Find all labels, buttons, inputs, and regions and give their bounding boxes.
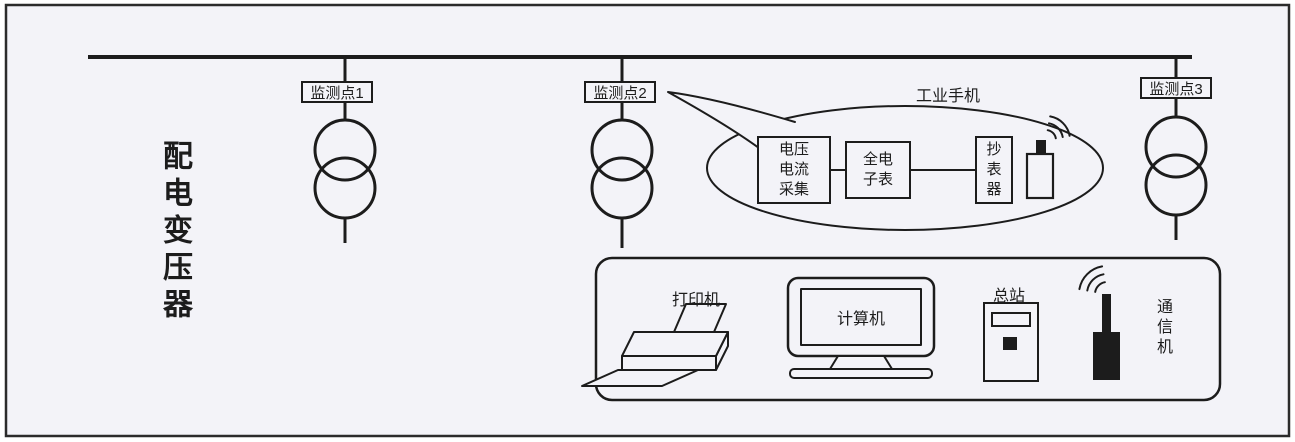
monitor-point-1-label: 监测点1 [301, 81, 373, 103]
communication-device-icon [1093, 294, 1120, 380]
voltage-current-collect-label: 电压电流采集 [778, 140, 809, 199]
master-station-device-icon [983, 302, 1039, 382]
printer-label: 打印机 [672, 292, 721, 309]
electronic-meter-node: 全电子表 [845, 141, 911, 199]
transformer-symbol-2 [590, 57, 654, 248]
monitor-point-3-label: 监测点3 [1140, 77, 1212, 99]
master-station-label: 总站 [993, 288, 1026, 305]
printer-icon [581, 303, 729, 387]
computer-label: 计算机 [836, 311, 885, 328]
wireless-signal-icon-station [1078, 265, 1106, 293]
industrial-handset-title: 工业手机 [916, 88, 981, 105]
distribution-transformer-label: 配电变压器 [158, 140, 191, 325]
transformer-symbol-3 [1144, 57, 1208, 240]
voltage-current-collect-node: 电压电流采集 [757, 136, 831, 204]
handheld-reader-icon [1025, 140, 1055, 200]
electronic-meter-label: 全电子表 [862, 150, 893, 188]
monitor-point-2-label: 监测点2 [584, 81, 656, 103]
meter-reader-node: 抄表器 [975, 136, 1013, 204]
computer-icon [786, 276, 936, 379]
meter-reader-label: 抄表器 [986, 140, 1002, 199]
communication-device-label: 通信机 [1154, 298, 1171, 358]
wireless-signal-icon-handheld [1046, 115, 1071, 140]
